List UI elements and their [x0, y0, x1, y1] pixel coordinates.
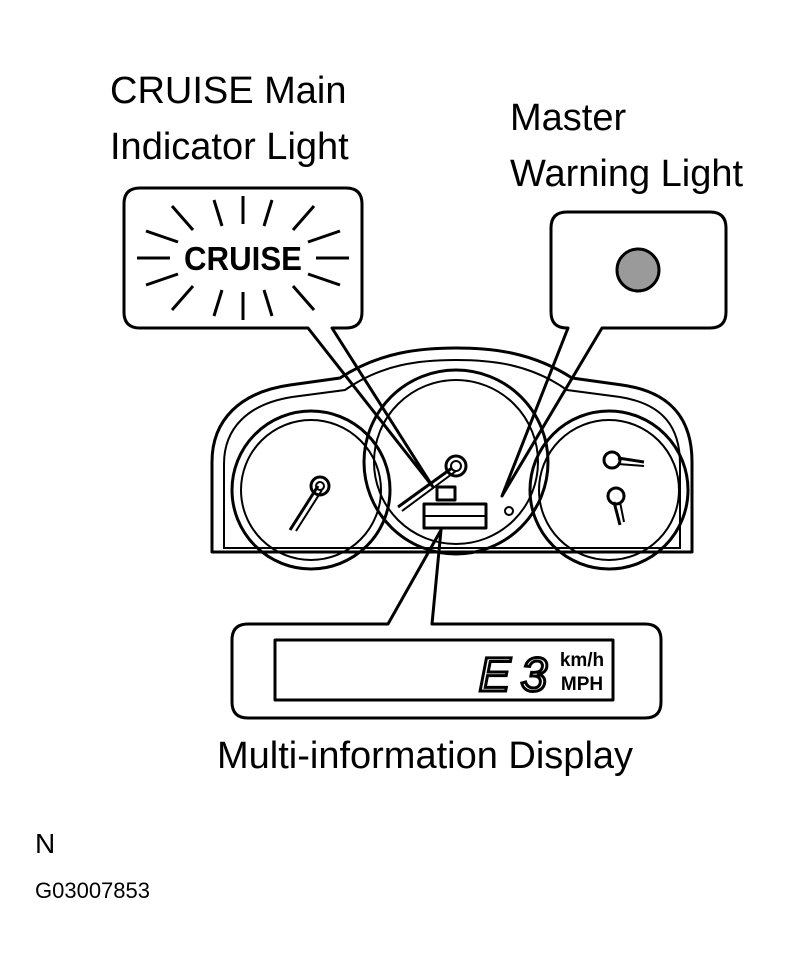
display-unit-mph: MPH [561, 674, 603, 695]
light-rays [137, 196, 349, 320]
cruise-indicator-text: CRUISE [184, 240, 302, 277]
display-reading: E3 [479, 649, 558, 702]
cruise-main-label-line1: CRUISE Main [110, 70, 347, 112]
cruise-main-label-line2: Indicator Light [110, 126, 349, 168]
multi-information-display-label: Multi-information Display [217, 735, 634, 777]
cluster-housing [210, 346, 694, 554]
right-gauge [528, 409, 690, 571]
center-gauge [362, 368, 550, 556]
master-warning-label-line1: Master [510, 97, 627, 139]
master-warning-callout [500, 210, 728, 498]
display-screen [273, 638, 615, 702]
master-warning-light-icon [615, 247, 661, 293]
figure-code-label: G03007853 [35, 878, 150, 903]
orientation-label: N [35, 828, 56, 859]
left-gauge [230, 409, 392, 571]
display-unit-kmh: km/h [560, 650, 604, 671]
master-warning-label-line2: Warning Light [510, 153, 744, 195]
cruise-indicator-callout: CRUISE [122, 186, 435, 489]
multi-information-display-callout: E3 km/h MPH [230, 528, 663, 720]
